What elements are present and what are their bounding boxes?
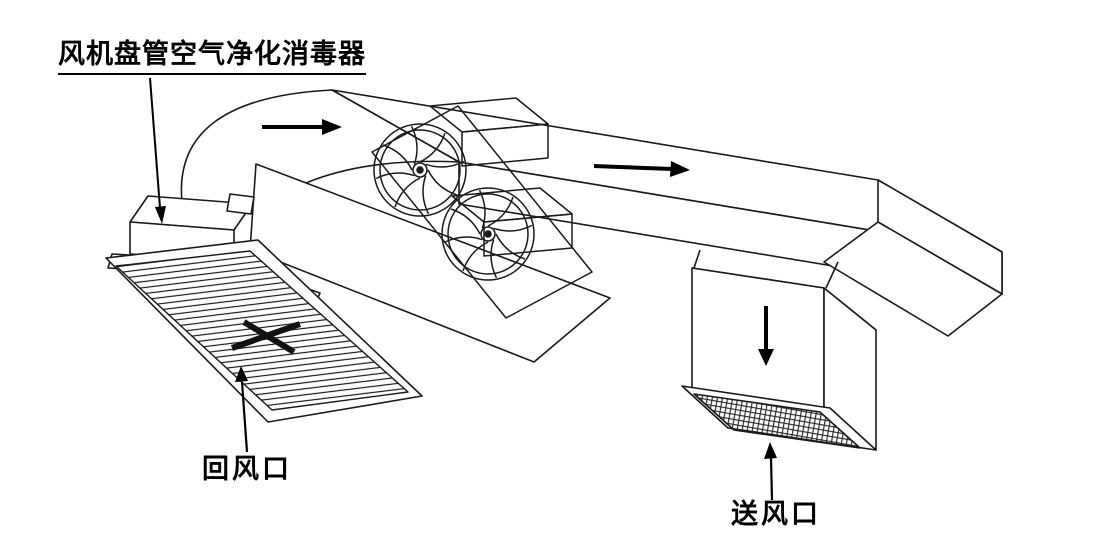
fan-housing-top — [429, 97, 549, 167]
duct-end-bottom — [823, 221, 1003, 337]
return-air-label: 回风口 — [202, 454, 292, 485]
supply-grille-mesh — [693, 393, 861, 449]
return-grille-center-clip — [231, 319, 301, 355]
fan-1 — [373, 123, 467, 217]
fan-1-rim — [373, 123, 467, 217]
fan-frame — [371, 105, 593, 319]
duct-airflow-arrow-left — [262, 119, 342, 135]
title-leader-arrow — [149, 77, 166, 224]
supply-downflow-arrow — [758, 306, 774, 366]
supply-connector-right — [825, 261, 839, 289]
supply-outlet-box — [681, 249, 877, 451]
supply-front-face — [691, 267, 825, 409]
duct — [180, 89, 1003, 337]
diagram-title-label: 风机盘管空气净化消毒器 — [58, 40, 366, 75]
casing-side-face — [249, 163, 611, 363]
return-grille — [105, 239, 423, 423]
return-label-leader-arrow — [235, 366, 249, 453]
fan-assembly — [371, 97, 593, 319]
duct-airflow-arrow-right — [593, 161, 690, 177]
arrows — [149, 77, 777, 501]
supply-air-label: 送风口 — [731, 499, 821, 530]
fan-2 — [441, 187, 535, 281]
supply-connector-left — [693, 249, 701, 269]
supply-label-leader-arrow — [764, 442, 777, 501]
purifier-bracket-tab — [226, 193, 255, 215]
fan-2-rim — [441, 187, 535, 281]
